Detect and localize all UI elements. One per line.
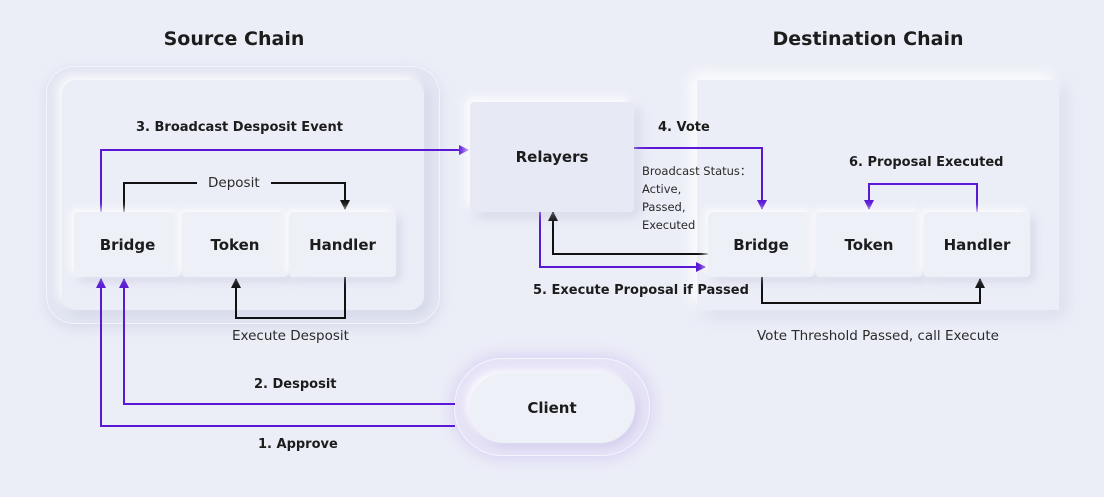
destination-bridge-node: Bridge: [708, 212, 814, 277]
vote-threshold-label: Vote Threshold Passed, call Execute: [757, 328, 999, 344]
deposit-step-label: 2. Desposit: [254, 377, 337, 392]
proposal-executed-arrow: [864, 183, 978, 212]
source-handler-node: Handler: [289, 212, 396, 277]
vote-arrow: [634, 147, 767, 210]
destination-chain-title: Destination Chain: [772, 28, 964, 50]
proposal-executed-label: 6. Proposal Executed: [849, 155, 1004, 170]
approve-step-label: 1. Approve: [258, 437, 338, 452]
execute-deposit-label: Execute Desposit: [232, 328, 349, 344]
execute-proposal-arrow: [539, 212, 706, 272]
source-bridge-node: Bridge: [74, 212, 181, 277]
client-node: Client: [469, 373, 635, 443]
vote-label: 4. Vote: [658, 120, 710, 135]
broadcast-status-label: Broadcast Status： Active, Passed, Execut…: [642, 162, 751, 234]
destination-handler-node: Handler: [924, 212, 1030, 277]
source-token-node: Token: [182, 212, 288, 277]
execute-proposal-label: 5. Execute Proposal if Passed: [533, 283, 749, 298]
status-return-arrow: [548, 211, 708, 255]
status-executed: Executed: [642, 218, 696, 232]
status-passed: Passed,: [642, 200, 686, 214]
source-chain-title: Source Chain: [163, 28, 305, 50]
execute-deposit-arrow: [231, 277, 346, 319]
broadcast-event-arrow: [100, 145, 469, 212]
deposit-arrow: [123, 182, 345, 212]
broadcast-status-line: Broadcast Status：: [642, 164, 752, 178]
status-active: Active,: [642, 182, 682, 196]
destination-token-node: Token: [816, 212, 922, 277]
broadcast-event-label: 3. Broadcast Desposit Event: [136, 120, 343, 135]
deposit-label: Deposit: [208, 175, 260, 191]
call-execute-arrow: [761, 277, 985, 304]
deposit-step-arrow: [119, 278, 455, 405]
relayers-node: Relayers: [470, 102, 634, 212]
approve-step-arrow: [96, 278, 455, 427]
